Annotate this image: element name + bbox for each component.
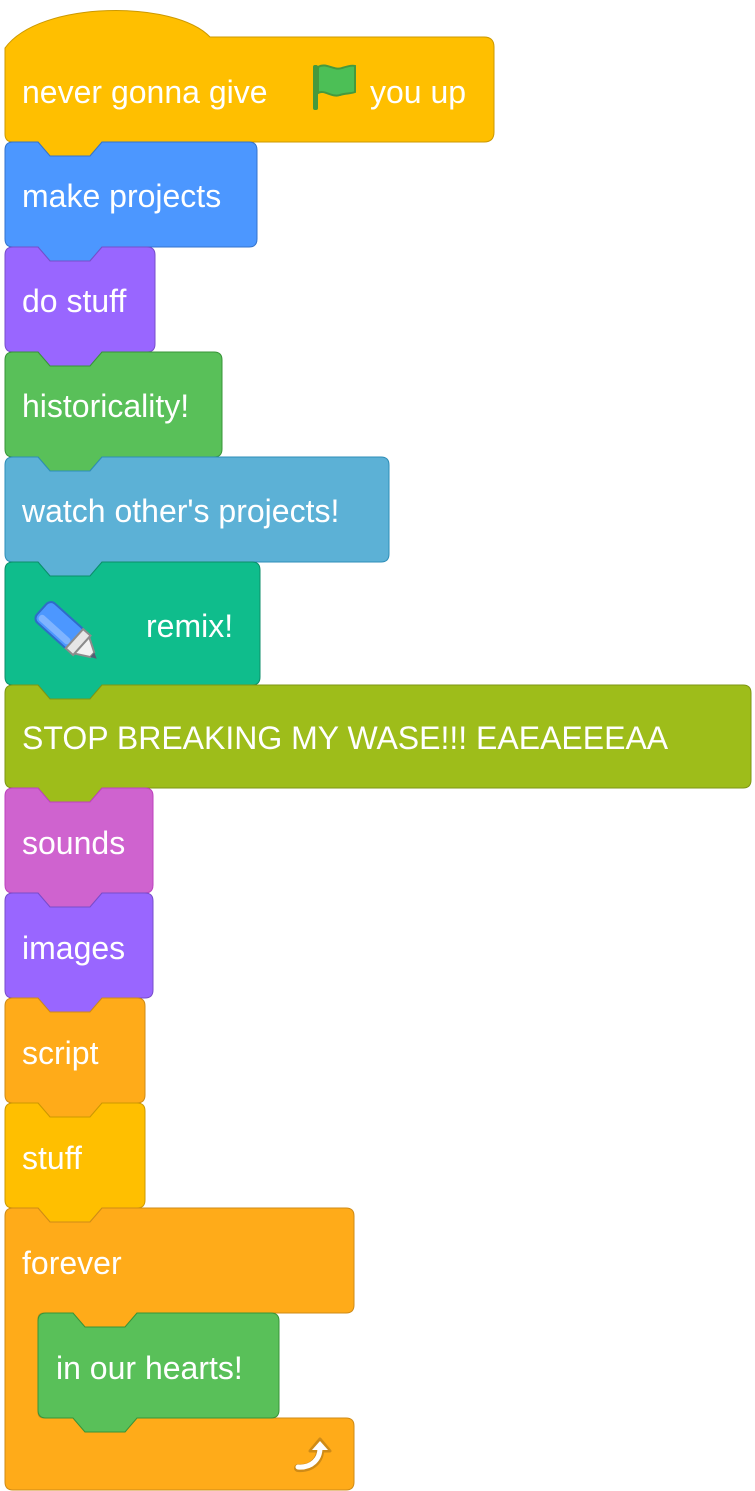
block-label-images: images (22, 930, 126, 966)
block-label-in-our-hearts: in our hearts! (56, 1350, 243, 1386)
green-flag-icon (313, 64, 356, 110)
block-label-historicality: historicality! (22, 388, 190, 424)
block-label-stuff: stuff (22, 1140, 82, 1176)
block-label-script: script (22, 1035, 99, 1071)
block-label-watch-projects: watch other's projects! (22, 493, 340, 529)
block-label-remix: remix! (146, 608, 234, 644)
block-label-sounds: sounds (22, 825, 126, 861)
pen-icon (34, 601, 97, 659)
forever-block-label: forever (22, 1245, 122, 1281)
block-label-do-stuff: do stuff (22, 283, 127, 319)
block-label-stop-breaking: STOP BREAKING MY WASE!!! EAEAEEEAA (22, 720, 669, 756)
hat-block-label-start: never gonna give (22, 74, 268, 110)
in-our-hearts-block-shape[interactable] (37, 1312, 280, 1433)
loop-arrow-icon (294, 1437, 332, 1473)
hat-block-label-end: you up (370, 74, 467, 110)
block-label-make-projects: make projects (22, 178, 222, 214)
